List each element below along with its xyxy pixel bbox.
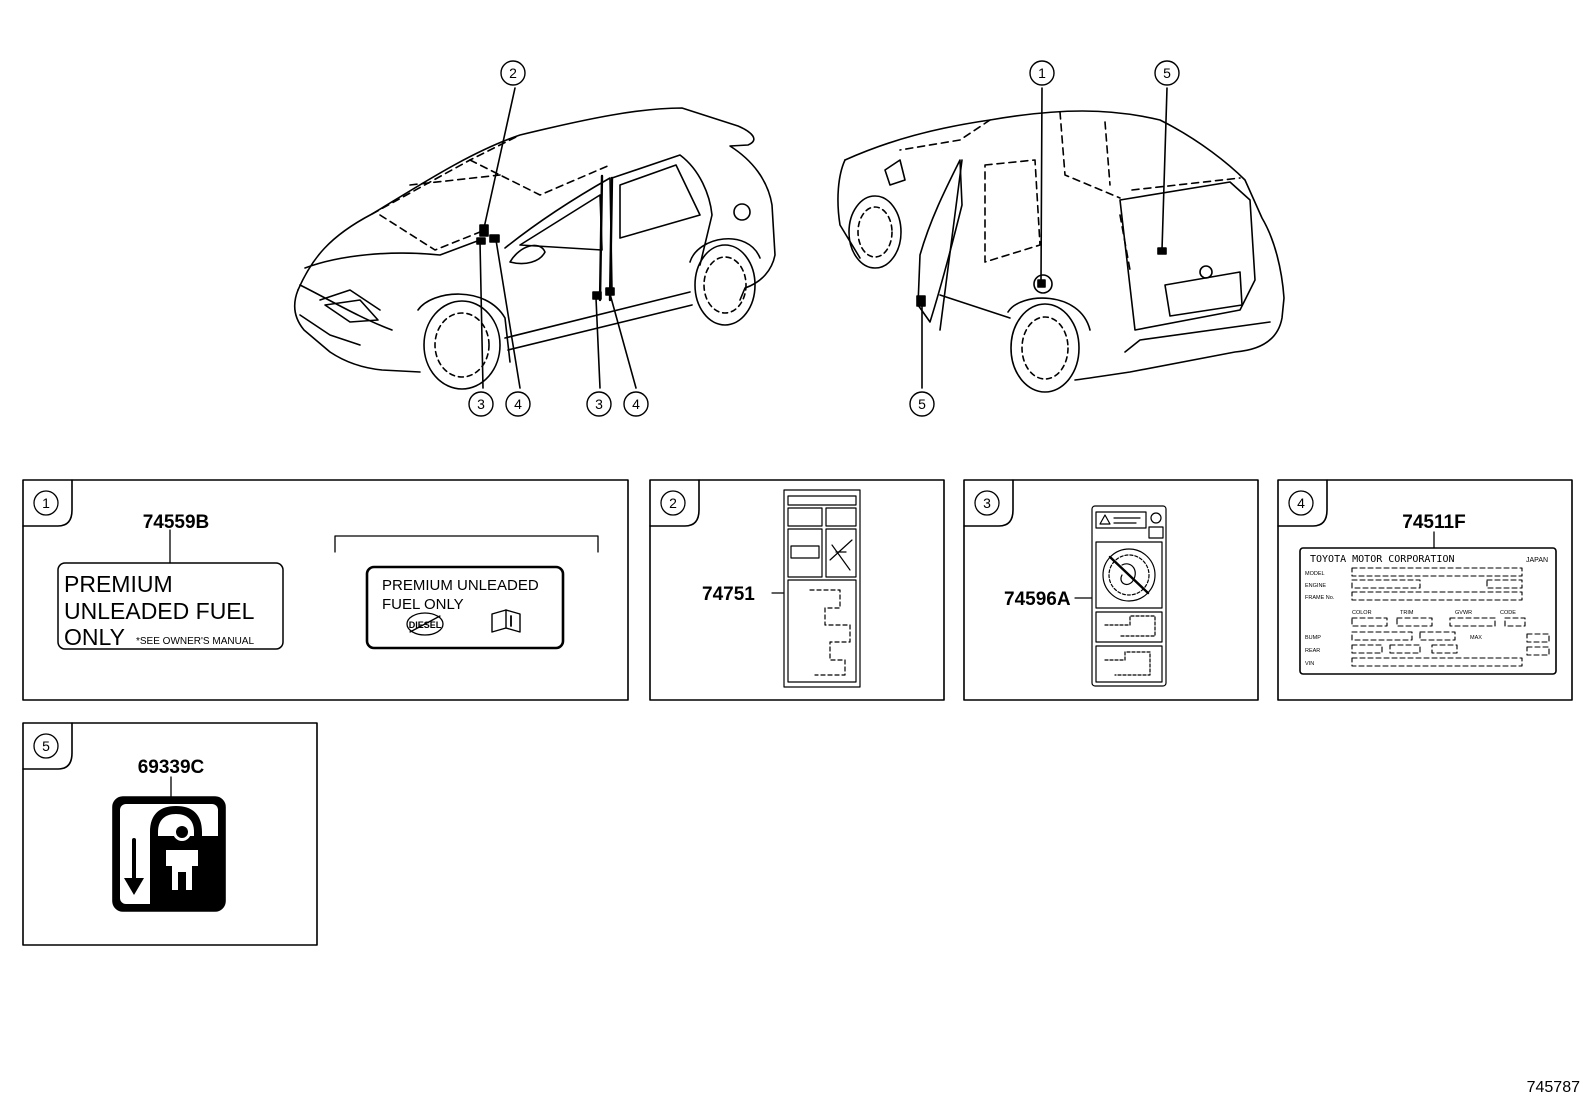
panel-frames <box>22 479 1573 946</box>
callout-3-front-a <box>468 391 494 417</box>
plate-row-label: CODE <box>1500 610 1516 616</box>
part-number-74751: 74751 <box>702 584 755 605</box>
callout-4-front-b <box>623 391 649 417</box>
plate-row-label: MODEL <box>1305 571 1325 577</box>
callout-text: 4 <box>632 396 640 412</box>
diesel-seal-text: DIESEL <box>409 620 442 630</box>
panel-index: 4 <box>1297 495 1305 511</box>
car-callouts <box>468 60 1180 417</box>
part-number-74559B: 74559B <box>143 512 210 533</box>
owners-manual-icon <box>491 609 521 633</box>
part-number-74596A: 74596A <box>1004 589 1071 610</box>
panel-2-frame <box>649 479 945 701</box>
panel-5-content <box>112 776 226 912</box>
plate-row-label: ENGINE <box>1305 583 1326 589</box>
car-rear-view <box>837 87 1285 393</box>
fuel-label-left <box>57 562 284 650</box>
panel-2-content <box>771 489 861 688</box>
callout-text: 4 <box>514 396 522 412</box>
plate-row-label: GVWR <box>1455 610 1472 616</box>
label-74596A <box>1091 505 1167 687</box>
panel-index: 3 <box>983 495 991 511</box>
plate-row-label: BUMP <box>1305 635 1321 641</box>
panel-1-frame <box>22 479 629 701</box>
callout-text: 2 <box>509 65 517 81</box>
callout-text: 5 <box>918 396 926 412</box>
callout-1-rear <box>1029 60 1055 86</box>
fuel-label-line-2: UNLEADED FUEL <box>64 598 255 624</box>
diagram-code: 745787 <box>1527 1079 1580 1096</box>
panel-1-content <box>57 529 599 650</box>
plate-title: TOYOTA MOTOR CORPORATION <box>1310 554 1455 565</box>
panel-4-content <box>1299 531 1557 675</box>
vin-plate-74511F <box>1299 547 1557 675</box>
fuel-label-note: *SEE OWNER'S MANUAL <box>136 636 254 647</box>
panel-index: 2 <box>669 495 677 511</box>
callout-text: 3 <box>477 396 485 412</box>
plate-row-label: TRIM <box>1400 610 1414 616</box>
plate-row-label: FRAME No. <box>1305 595 1335 601</box>
callout-text: 3 <box>595 396 603 412</box>
callout-text: 5 <box>1163 65 1171 81</box>
panel-4-frame <box>1277 479 1573 701</box>
callout-text: 1 <box>1038 65 1046 81</box>
no-diesel-icon <box>406 612 444 636</box>
panel-3-frame <box>963 479 1259 701</box>
panel-5-frame <box>22 722 318 946</box>
plate-row-label: COLOR <box>1352 610 1372 616</box>
panel-index: 1 <box>42 495 50 511</box>
fuel-label-line-3: ONLY <box>64 624 125 650</box>
plate-row-label: VIN <box>1305 661 1314 667</box>
part-number-74511F: 74511F <box>1402 512 1465 533</box>
plate-country: JAPAN <box>1526 557 1548 564</box>
callout-2-front <box>500 60 526 86</box>
panel-index: 5 <box>42 738 50 754</box>
callout-5-rear <box>1154 60 1180 86</box>
fuel-label-right <box>365 565 565 650</box>
label-74751 <box>783 489 861 688</box>
plate-row-label: MAX <box>1470 635 1482 641</box>
fuel-label-line-1: PREMIUM <box>64 571 173 597</box>
fuel-label-right-line-1: PREMIUM UNLEADED <box>382 577 539 594</box>
panel-3-content <box>1074 505 1167 687</box>
callout-4-front-a <box>505 391 531 417</box>
callout-3-front-b <box>586 391 612 417</box>
plate-row-label: REAR <box>1305 648 1320 654</box>
car-front-view <box>293 87 776 390</box>
part-number-69339C: 69339C <box>138 757 205 778</box>
fuel-label-right-line-2: FUEL ONLY <box>382 596 464 613</box>
callout-5-door <box>909 391 935 417</box>
